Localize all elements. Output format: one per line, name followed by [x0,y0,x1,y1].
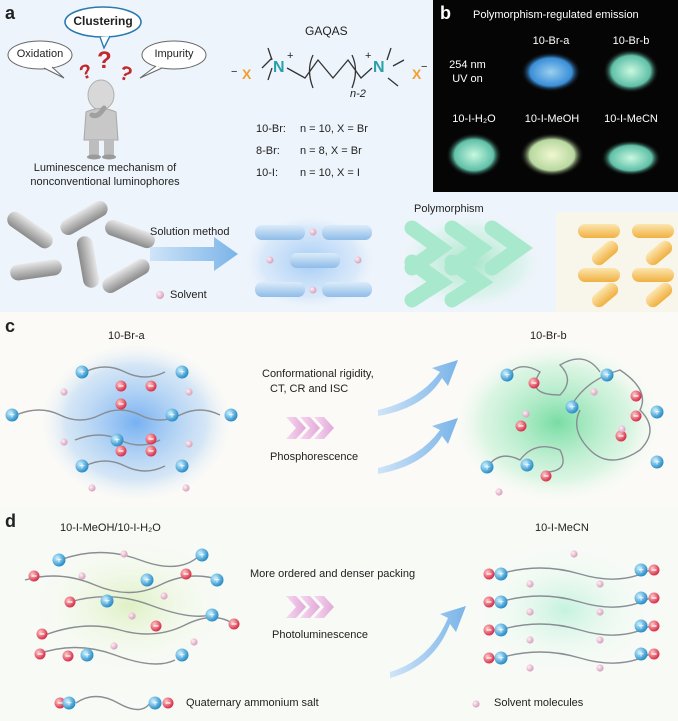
panel-d-right-chains [499,567,651,664]
yellow-polymorph [556,212,678,312]
panel-c-top-text-line-2: CT, CR and ISC [270,383,349,395]
right-nitrogen: N [373,59,385,76]
salt-legend-label: Quaternary ammonium salt [186,697,319,709]
compound-name: 10-I: [256,167,279,179]
thinking-person-illustration [83,79,119,160]
sample-label: 10-I-MeOH [524,113,580,125]
panel-a-letter: a [5,3,16,23]
panel-c-letter: c [5,316,16,336]
svg-text:?: ? [97,47,112,74]
blue-glow-region [36,340,236,505]
compound-def: n = 8, X = Br [300,145,362,157]
crystal-10-i-meoh [520,133,584,177]
solvent-legend-icon [472,700,480,708]
panel-b-title: Polymorphism-regulated emission [473,9,639,21]
impurity-bubble [139,40,207,79]
chain-subscript: n-2 [350,88,366,100]
green-polymorph [396,212,546,312]
sample-label: 10-I-MeCN [604,113,658,125]
panel-c-top-text-line-1: Conformational rigidity, [262,368,374,380]
panel-c-left-label: 10-Br-a [108,330,145,342]
left-plus-charge: + [287,50,294,62]
solvent-legend-label: Solvent molecules [494,697,584,709]
caption-line-2: nonconventional luminophores [30,176,180,188]
right-plus-charge: + [365,50,372,62]
panel-d-left-label: 10-I-MeOH/10-I-H₂O [60,522,161,534]
polymorphism-label: Polymorphism [414,203,484,215]
panel-d-top-text: More ordered and denser packing [250,568,416,580]
solvent-label: Solvent [170,289,207,301]
gaqas-structure [261,47,405,89]
solution-method-arrow [150,237,238,271]
solution-method-label: Solution method [150,226,230,238]
salt-legend-icon [54,695,174,711]
crystal-10-i-mecn [601,140,661,176]
panel-d-arrow [390,606,466,678]
compound-def: n = 10, X = I [300,167,360,179]
crystal-10-br-a [521,52,581,92]
uv-line-2: UV on [452,73,483,85]
disordered-molecules [7,201,155,293]
panel-b-letter: b [440,3,451,23]
structure-name: GAQAS [305,24,348,38]
clustering-label: Clustering [73,14,133,28]
crystal-10-i-h2o [446,133,502,177]
compound-def: n = 10, X = Br [300,123,368,135]
solvent-legend-dot [156,291,164,299]
panel-c-chevrons [286,417,334,439]
oxidation-label: Oxidation [16,48,64,60]
left-anion-x: X [242,66,252,82]
left-minus-charge: − [231,66,238,78]
compound-name: 8-Br: [256,145,280,157]
oxidation-bubble [7,40,73,79]
panel-d-letter: d [5,511,16,531]
crystal-photos [446,49,661,177]
left-nitrogen: N [273,59,285,76]
panel-c-arrow-lower [378,418,458,474]
panel-d-chevrons [286,596,334,618]
sample-label: 10-Br-a [532,35,570,47]
right-minus-charge: − [421,61,428,73]
panel-c-arrow-upper [378,360,458,416]
sample-label: 10-Br-b [612,35,650,47]
panel-c-right-label: 10-Br-b [530,330,567,342]
crystal-10-br-b [603,49,659,93]
panel-d-bottom-text: Photoluminescence [272,629,369,641]
uv-line-1: 254 nm [449,59,486,71]
compound-name: 10-Br: [256,123,286,135]
clustering-bubble [64,6,142,50]
panel-d-right-label: 10-I-MeCN [535,522,589,534]
caption-line-1: Luminescence mechanism of [33,162,177,174]
blue-polymorph [240,212,380,312]
green-glow-region [450,340,665,505]
sample-label: 10-I-H₂O [452,113,496,125]
right-anion-x: X [412,66,422,82]
impurity-label: Impurity [154,48,194,60]
panel-c-bottom-text: Phosphorescence [270,451,359,463]
